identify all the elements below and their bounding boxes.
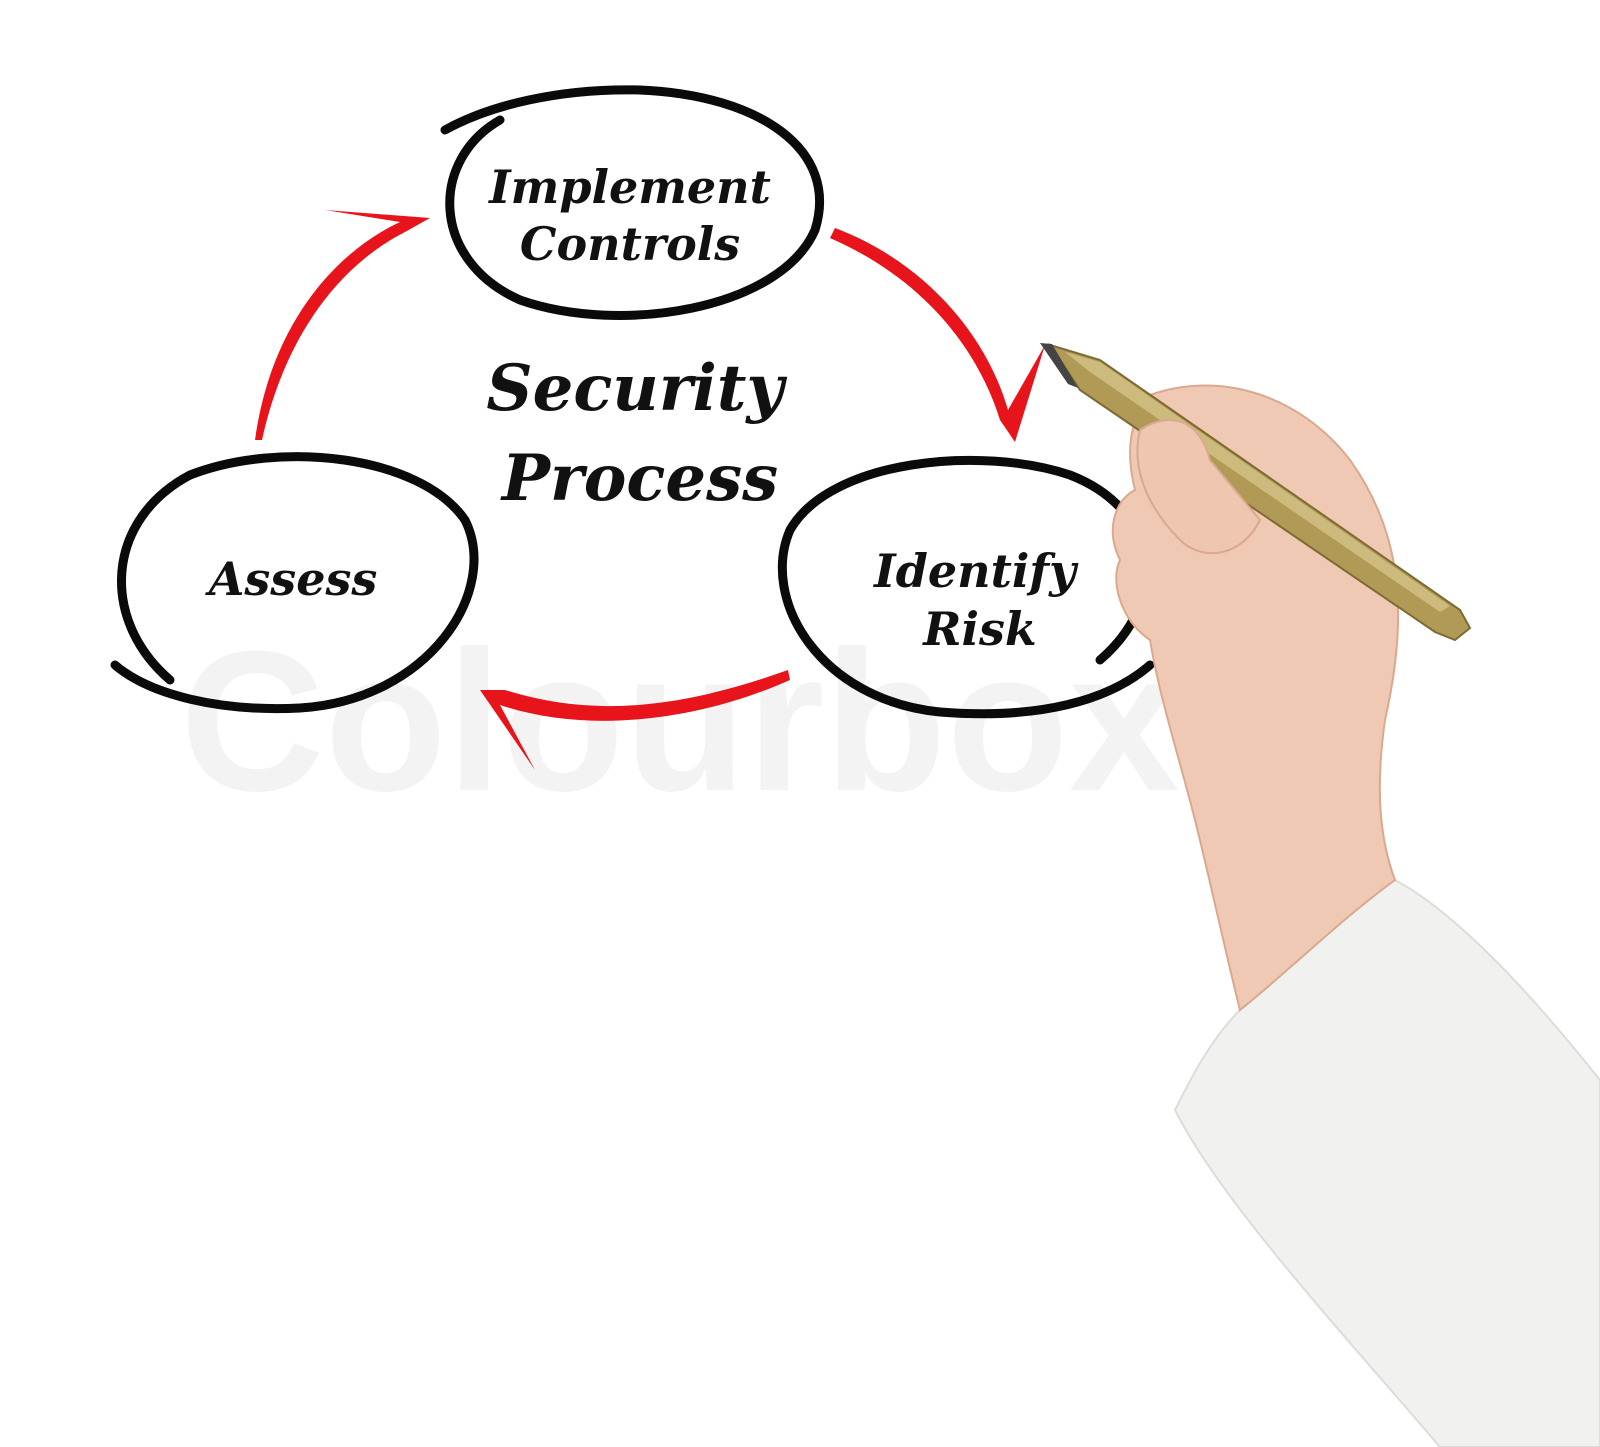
ellipse-implement-controls (440, 85, 825, 320)
watermark: Colourbox (180, 610, 1180, 833)
arrow-implement-to-identify (830, 228, 1045, 442)
thumb (1136, 419, 1262, 554)
ellipse-assess (110, 452, 479, 714)
arrow-identify-to-assess (480, 670, 790, 770)
node-assess-label: Assess (205, 552, 378, 606)
diagram-title-line2: Process (500, 441, 778, 516)
arrow-assess-to-implement (255, 210, 430, 440)
node-identify-line2: Risk (921, 602, 1036, 656)
node-identify-line1: Identify (872, 544, 1079, 598)
node-implement-line1: Implement (487, 160, 771, 214)
diagram-title-line1: Security (486, 351, 787, 426)
node-implement-line2: Controls (520, 217, 740, 271)
